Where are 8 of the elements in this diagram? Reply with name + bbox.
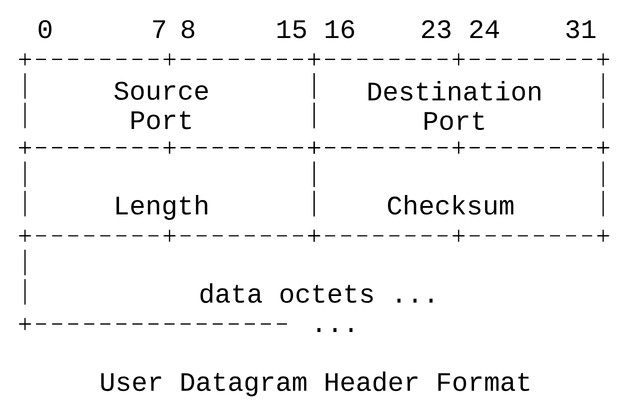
caption: User Datagram Header Format	[101, 371, 530, 396]
field-box: Checksum	[307, 141, 610, 242]
bit-number: 15	[278, 20, 306, 38]
field-box: Destination Port	[307, 52, 610, 154]
bit-number: 16	[326, 20, 354, 38]
field-box: Source Port	[18, 52, 321, 154]
field-box: Length	[18, 141, 321, 242]
ellipsis: ...	[317, 328, 352, 332]
